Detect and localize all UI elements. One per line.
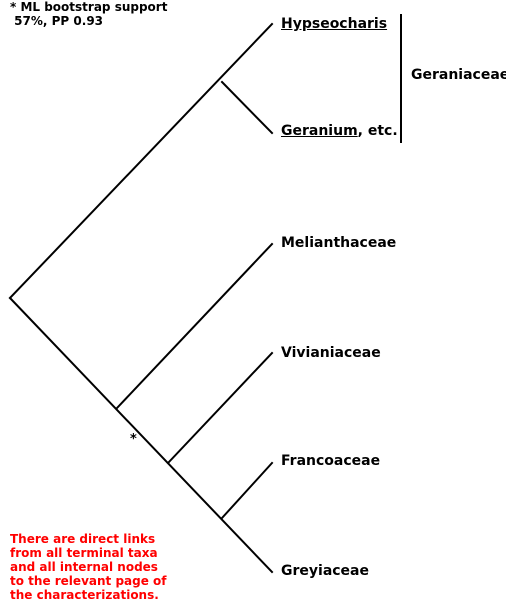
branch-root-to-greyiaceae[interactable]: [8, 296, 274, 574]
taxon-name-vivianiaceae: Vivianiaceae: [281, 345, 381, 361]
branch-geranium[interactable]: [220, 80, 274, 135]
taxon-link-francoaceae[interactable]: Francoaceae: [281, 453, 380, 469]
node-support-marker: *: [130, 432, 137, 447]
taxon-name-greyiaceae: Greyiaceae: [281, 563, 369, 579]
branch-melianthaceae[interactable]: [115, 242, 274, 410]
support-note: * ML bootstrap support 57%, PP 0.93: [10, 0, 167, 28]
links-note: There are direct links from all terminal…: [10, 532, 200, 602]
clade-label-geraniaceae[interactable]: Geraniaceae: [411, 67, 506, 83]
support-note-line-2: 57%, PP 0.93: [10, 14, 104, 28]
branch-francoaceae[interactable]: [220, 461, 274, 520]
taxon-link-hypseocharis[interactable]: Hypseocharis: [281, 16, 387, 32]
links-note-line-5: the characterizations.: [10, 588, 159, 602]
taxon-name-geranium: Geranium: [281, 123, 358, 139]
taxon-link-melianthaceae[interactable]: Melianthaceae: [281, 235, 396, 251]
taxon-link-vivianiaceae[interactable]: Vivianiaceae: [281, 345, 381, 361]
taxon-name-hypseocharis: Hypseocharis: [281, 16, 388, 32]
links-note-line-3: and all internal nodes: [10, 560, 158, 574]
branch-root-to-hypseocharis[interactable]: [8, 22, 274, 300]
links-note-line-1: There are direct links: [10, 532, 156, 546]
links-note-line-2: from all terminal taxa: [10, 546, 158, 560]
links-note-line-4: to the relevant page of: [10, 574, 167, 588]
branch-vivianiaceae[interactable]: [166, 351, 274, 465]
taxon-link-greyiaceae[interactable]: Greyiaceae: [281, 563, 369, 579]
taxon-name-melianthaceae: Melianthaceae: [281, 235, 397, 251]
support-note-line-1: * ML bootstrap support: [10, 0, 168, 14]
taxon-suffix-geranium: , etc.: [357, 123, 398, 139]
taxon-link-geranium[interactable]: Geranium, etc.: [281, 123, 398, 139]
taxon-name-francoaceae: Francoaceae: [281, 453, 381, 469]
